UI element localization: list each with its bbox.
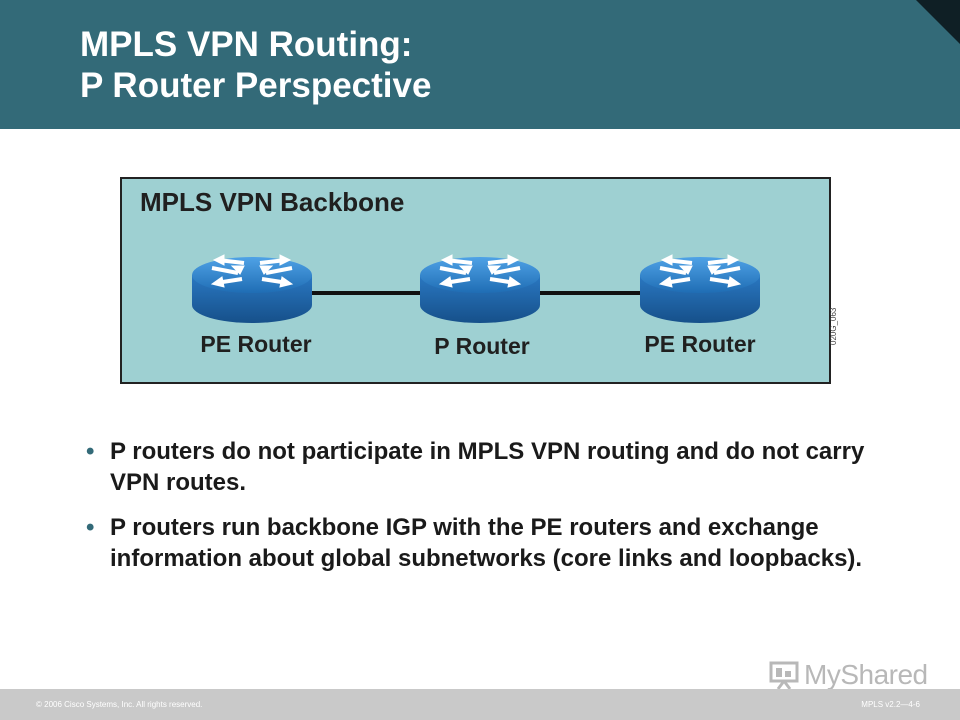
- pe-router-right-icon: [638, 253, 762, 325]
- slide-title: MPLS VPN Routing: P Router Perspective: [80, 24, 431, 106]
- bullet-dot: •: [86, 438, 95, 465]
- slide-title-line2: P Router Perspective: [80, 66, 432, 105]
- page-number: MPLS v2.2—4-6: [861, 700, 920, 709]
- slide-header: MPLS VPN Routing: P Router Perspective: [0, 0, 960, 129]
- backbone-diagram: MPLS VPN Backbone: [120, 177, 831, 384]
- slide-title-line1: MPLS VPN Routing:: [80, 25, 413, 64]
- watermark-logo: MyShared: [768, 658, 928, 692]
- bullet-text: P routers do not participate in MPLS VPN…: [110, 438, 865, 496]
- bullet-list: • P routers do not participate in MPLS V…: [86, 436, 886, 588]
- bullet-item: • P routers do not participate in MPLS V…: [86, 436, 886, 498]
- logo-text: MyShared: [804, 659, 928, 690]
- bullet-item: • P routers run backbone IGP with the PE…: [86, 512, 886, 574]
- router-label-p: P Router: [434, 333, 530, 359]
- pe-router-left-icon: [190, 253, 314, 325]
- router-label-pe-left: PE Router: [200, 331, 312, 357]
- bullet-dot: •: [86, 514, 95, 541]
- figure-id: 020G_063: [829, 307, 838, 345]
- router-label-pe-right: PE Router: [644, 331, 756, 357]
- corner-decoration: [916, 0, 960, 44]
- diagram-title: MPLS VPN Backbone: [140, 187, 405, 217]
- bullet-text: P routers run backbone IGP with the PE r…: [110, 514, 863, 572]
- presentation-icon: [769, 661, 799, 690]
- p-router-icon: [418, 253, 542, 325]
- copyright-text: © 2006 Cisco Systems, Inc. All rights re…: [36, 700, 203, 709]
- slide-footer: © 2006 Cisco Systems, Inc. All rights re…: [0, 689, 960, 720]
- router-network: [190, 253, 762, 325]
